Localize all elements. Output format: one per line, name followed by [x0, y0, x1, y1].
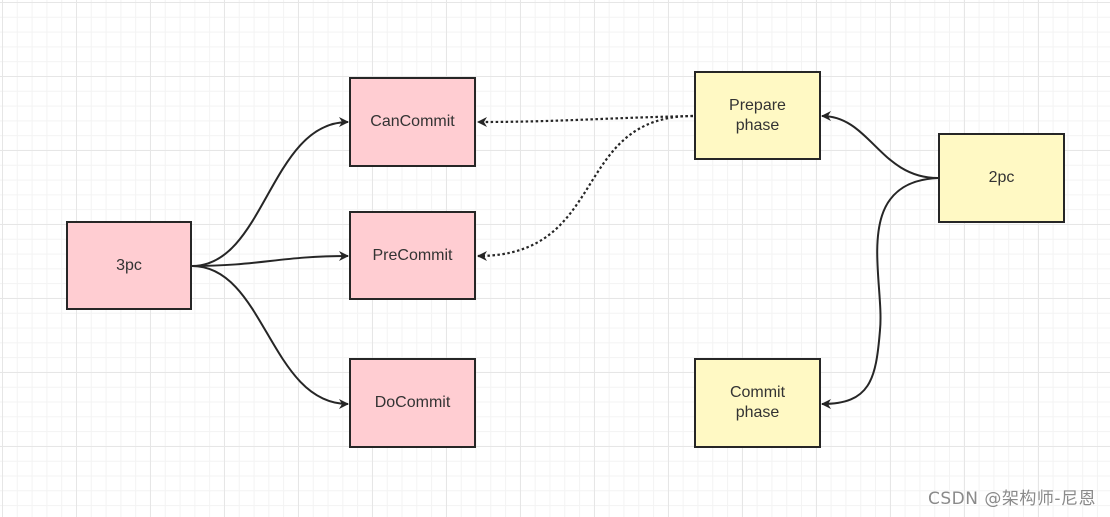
- node-docommit: DoCommit: [349, 358, 476, 448]
- edge-2pc-to-commit: [821, 177, 939, 409]
- edge-3pc-to-cancommit: [191, 117, 349, 267]
- edge-prepare-to-precommit: [477, 114, 694, 261]
- edge-3pc-to-precommit: [191, 251, 349, 267]
- node-2pc: 2pc: [938, 133, 1065, 223]
- edge-3pc-to-docommit: [191, 265, 349, 409]
- node-prepare-phase-label: Prepare phase: [729, 96, 786, 134]
- node-3pc: 3pc: [66, 221, 192, 310]
- node-cancommit: CanCommit: [349, 77, 476, 167]
- node-docommit-label: DoCommit: [374, 394, 451, 411]
- watermark: CSDN @架构师-尼恩: [927, 489, 1096, 509]
- node-cancommit-label: CanCommit: [370, 113, 455, 130]
- node-commit-phase-label: Commit phase: [729, 384, 786, 421]
- edge-prepare-to-cancommit: [477, 114, 694, 127]
- node-precommit: PreCommit: [349, 211, 476, 300]
- node-commit-phase: Commit phase: [694, 358, 821, 448]
- node-2pc-label: 2pc: [988, 169, 1015, 186]
- node-prepare-phase: Prepare phase: [694, 71, 821, 160]
- node-3pc-label: 3pc: [116, 256, 142, 274]
- edge-2pc-to-prepare: [821, 111, 939, 179]
- node-precommit-label: PreCommit: [372, 246, 453, 264]
